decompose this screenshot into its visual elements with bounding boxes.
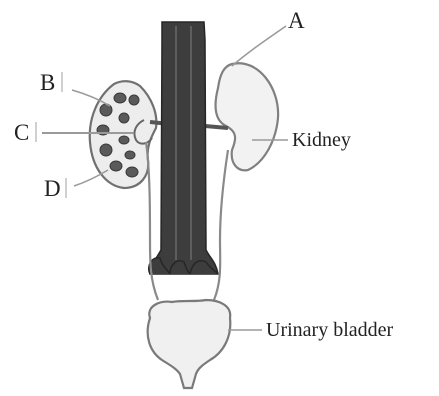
aorta-vena-cava [150, 22, 218, 274]
right-ureter [214, 150, 228, 300]
urinary-bladder [148, 300, 231, 388]
label-d: D [44, 176, 61, 201]
right-renal-artery [205, 126, 228, 128]
label-c: C [14, 120, 29, 145]
left-ureter [146, 142, 158, 300]
pointer-a [232, 26, 286, 66]
right-kidney [216, 63, 279, 170]
label-urinary-bladder: Urinary bladder [266, 319, 394, 341]
label-kidney: Kidney [292, 129, 351, 151]
label-a: A [288, 8, 305, 33]
label-b: B [40, 70, 55, 95]
